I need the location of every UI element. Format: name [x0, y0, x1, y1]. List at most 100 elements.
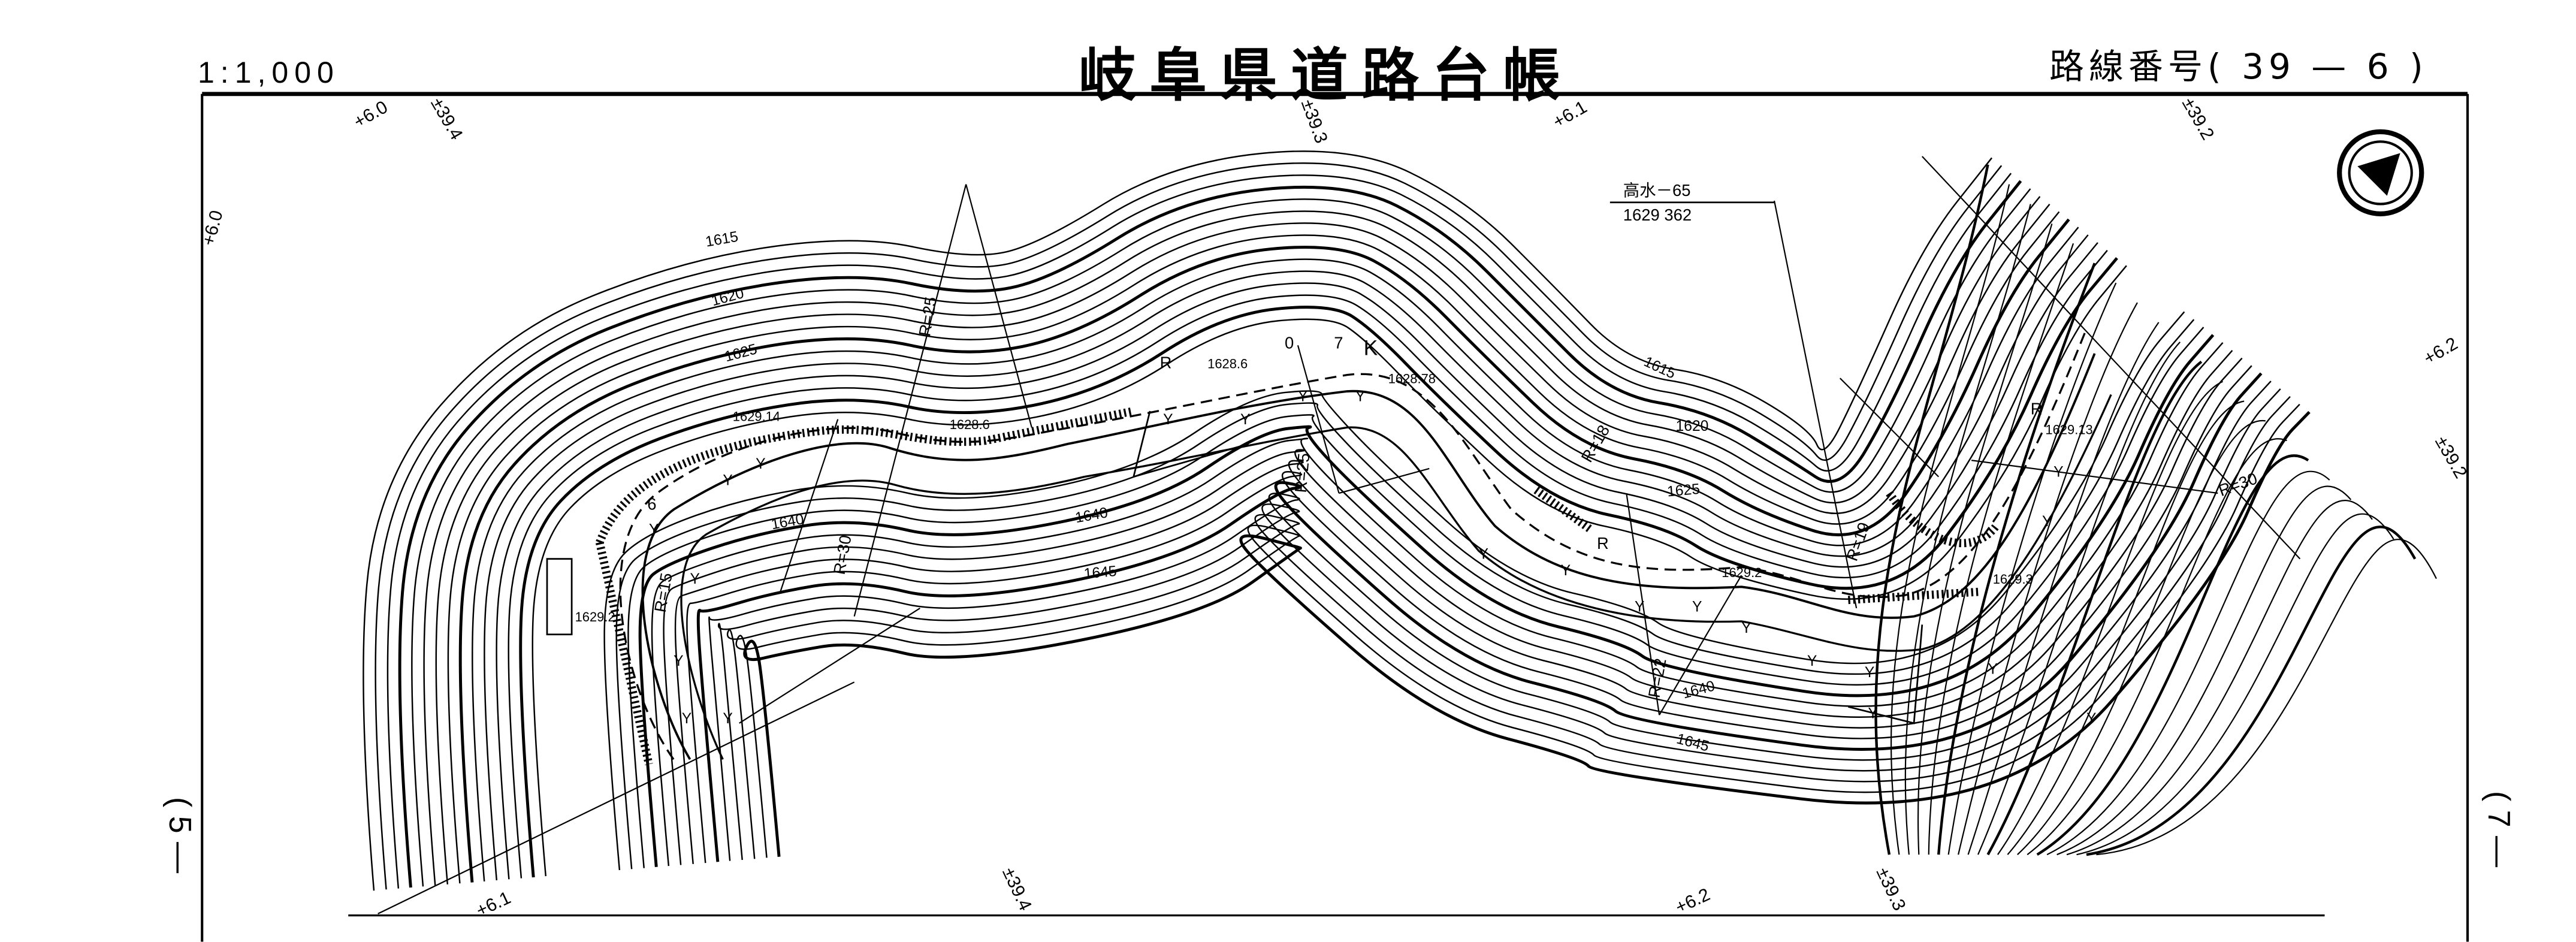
station-mark: 7 — [1334, 334, 1343, 352]
contour-line — [2027, 438, 2287, 856]
contour-line — [2096, 539, 2437, 856]
contour-line — [743, 410, 2311, 857]
grid-label: +6.2 — [1672, 884, 1713, 917]
contour-line — [1928, 243, 2074, 855]
contour-lines — [363, 150, 2311, 891]
contour-line — [1997, 381, 2223, 855]
contour-line — [1891, 184, 2010, 855]
contour-line — [726, 395, 2291, 859]
contour-line — [717, 388, 2281, 861]
curve-radius: R=25 — [1291, 452, 1313, 494]
vegetation-mark: Y — [682, 711, 691, 727]
contour-labels: 1615 1620 1625 1640 1640 1645 1615 1620 … — [704, 229, 1717, 755]
route-number: 路線番号( 39 — 6 ) — [2049, 46, 2428, 87]
vegetation-mark: Y — [2086, 711, 2096, 727]
vegetation-mark: Y — [1807, 653, 1817, 669]
contour-line — [674, 357, 2243, 864]
curve-radius: R=30 — [830, 533, 855, 576]
vegetation-mark: Y — [2042, 514, 2052, 530]
contour-label: 1625 — [1666, 481, 1701, 500]
contour-line — [2017, 420, 2266, 855]
contour-line — [484, 234, 2089, 881]
adjacent-sheet-left: ( 5 — — [162, 797, 197, 874]
grid-label: +6.0 — [351, 97, 391, 132]
contour-line — [1917, 224, 2053, 855]
adjacent-sheet-right: ( 7 — — [2481, 791, 2516, 868]
retaining-wall-mark: R — [1597, 534, 1609, 552]
vegetation-mark: Y — [1298, 388, 1307, 404]
contour-line — [2036, 454, 2309, 856]
contour-label: 1615 — [704, 229, 739, 250]
grid-label: ±39.2 — [2178, 94, 2218, 143]
contour-line — [2076, 513, 2394, 856]
contour-line — [508, 250, 2108, 878]
contour-line — [423, 196, 2041, 886]
contour-label: 1620 — [709, 285, 745, 309]
contour-line — [447, 211, 2060, 884]
vegetation-mark: Y — [1561, 563, 1571, 579]
contour-line — [1977, 342, 2181, 855]
grid-label: ±39.3 — [1297, 97, 1331, 146]
spot-elevation: 1629.13 — [2045, 422, 2092, 437]
contour-line — [435, 203, 2050, 884]
contour-line — [531, 265, 2127, 877]
vegetation-mark: Y — [1479, 547, 1488, 563]
page-title: 岐阜県道路台帳 — [1079, 42, 1574, 109]
vegetation-mark: Y — [1865, 665, 1874, 681]
vegetation-mark: Y — [723, 711, 732, 727]
vegetation-mark: Y — [690, 571, 700, 587]
benchmark-elevation: 1629 362 — [1623, 206, 1692, 224]
contour-line — [615, 319, 2195, 869]
vegetation-mark: Y — [1988, 662, 1997, 678]
contour-label: 1620 — [1676, 418, 1709, 434]
north-arrow-icon — [2337, 129, 2424, 217]
contour-line — [411, 188, 2031, 887]
spot-elevation: 1628.6 — [1207, 357, 1248, 372]
vegetation-mark: Y — [1355, 388, 1365, 404]
contour-line — [1967, 322, 2160, 855]
vegetation-mark: Y — [1240, 412, 1250, 428]
curve-radius: R=19 — [1843, 520, 1874, 563]
vegetation-mark: Y — [1635, 599, 1644, 615]
contour-line — [1986, 360, 2203, 856]
grid-label: ±39.2 — [2431, 433, 2471, 482]
contour-line — [375, 162, 2003, 890]
contour-line — [1947, 282, 2117, 855]
grid-label: ±39.3 — [1873, 865, 1910, 914]
spot-elevation: 1629.2 — [1722, 565, 1762, 580]
vegetation-mark: Y — [1163, 412, 1173, 428]
curve-radius: R=15 — [651, 572, 676, 614]
curve-radius: R=18 — [1577, 422, 1613, 466]
vegetation-mark: Y — [649, 522, 659, 538]
right-slope-contours — [1874, 164, 2437, 856]
spot-elevation: 1629.14 — [733, 409, 780, 424]
vegetation-mark: Y — [1868, 706, 1877, 722]
benchmark-name: 高水－65 — [1623, 181, 1691, 200]
contour-label: 1645 — [1083, 563, 1118, 582]
station-mark: 6 — [647, 494, 656, 513]
contour-label: 1640 — [1074, 505, 1109, 526]
vegetation-mark: Y — [1741, 620, 1751, 636]
contour-line — [2007, 400, 2245, 855]
road — [378, 156, 2301, 914]
vegetation-mark: Y — [1692, 599, 1702, 615]
vegetation-mark: Y — [756, 456, 765, 472]
grid-label: ±39.4 — [998, 865, 1035, 914]
vegetation-mark: Y — [674, 653, 683, 669]
grid-label: +6.2 — [2420, 334, 2461, 369]
spot-elevation: 1628.6 — [950, 417, 990, 432]
contour-line — [519, 257, 2118, 878]
contour-line — [496, 242, 2098, 880]
contour-label: 1640 — [770, 511, 805, 533]
misc-marks: 0 7 K R R R 6 — [647, 334, 2042, 552]
spot-elevations: 1629.14 1628.6 1628.6 1628.78 1629.2 162… — [575, 357, 2093, 624]
contour-line — [1937, 262, 2096, 855]
contour-line — [638, 334, 2215, 867]
contour-line — [472, 227, 2079, 881]
contour-line — [603, 311, 2185, 871]
vegetation-mark: Y — [723, 472, 732, 488]
spot-elevation: 1629.2 — [575, 609, 615, 624]
